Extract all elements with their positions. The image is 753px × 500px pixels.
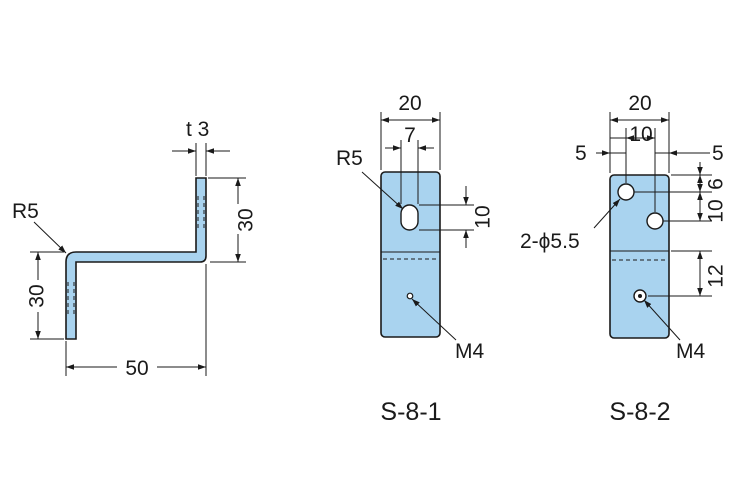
s-8-2-view: 20 10 5 5 6 10 12 2-ϕ5.5 M4 S-8-2 bbox=[520, 92, 728, 426]
upper-height-label: 30 bbox=[235, 208, 258, 231]
s82-hole-spacing-label: 10 bbox=[629, 123, 652, 146]
m4-hole-center bbox=[638, 294, 642, 298]
s82-top-offset-label: 6 bbox=[705, 178, 728, 190]
s82-left-margin-label: 5 bbox=[575, 142, 587, 165]
radius-leader bbox=[33, 221, 67, 254]
bracket-profile bbox=[65, 177, 207, 340]
s-8-2-plate bbox=[609, 174, 670, 339]
r5-slot bbox=[400, 204, 419, 231]
thread-leader bbox=[643, 299, 681, 341]
s81-width-label: 20 bbox=[398, 92, 421, 115]
s82-right-margin-label: 5 bbox=[712, 142, 724, 165]
width-label: 50 bbox=[125, 357, 148, 380]
thread-leader bbox=[411, 298, 457, 341]
holes-leader bbox=[593, 198, 621, 229]
s82-holes-label: 2-ϕ5.5 bbox=[520, 230, 580, 253]
m4-hole bbox=[406, 292, 414, 300]
s82-lower-offset-label: 12 bbox=[705, 264, 728, 287]
side-view-bracket: t 3 30 30 50 R5 bbox=[12, 118, 258, 380]
s-8-1-plate bbox=[380, 171, 441, 338]
s81-offset-label: 7 bbox=[404, 124, 416, 147]
s82-caption: S-8-2 bbox=[609, 398, 670, 426]
radius-leader bbox=[361, 171, 404, 210]
phi55-hole bbox=[646, 212, 664, 230]
s82-width-label: 20 bbox=[628, 92, 651, 115]
s82-thread-label: M4 bbox=[676, 340, 705, 363]
s81-caption: S-8-1 bbox=[380, 398, 441, 426]
thickness-label: t 3 bbox=[186, 118, 209, 141]
s81-thread-label: M4 bbox=[455, 340, 484, 363]
phi55-hole bbox=[617, 183, 635, 201]
s82-vertical-spacing-label: 10 bbox=[705, 199, 728, 222]
radius-label: R5 bbox=[12, 200, 39, 223]
lower-height-label: 30 bbox=[26, 284, 49, 307]
s81-slot-label: 10 bbox=[472, 205, 495, 228]
s81-radius-label: R5 bbox=[336, 147, 363, 170]
s-8-1-view: 20 7 10 R5 M4 S-8-1 bbox=[336, 92, 495, 426]
